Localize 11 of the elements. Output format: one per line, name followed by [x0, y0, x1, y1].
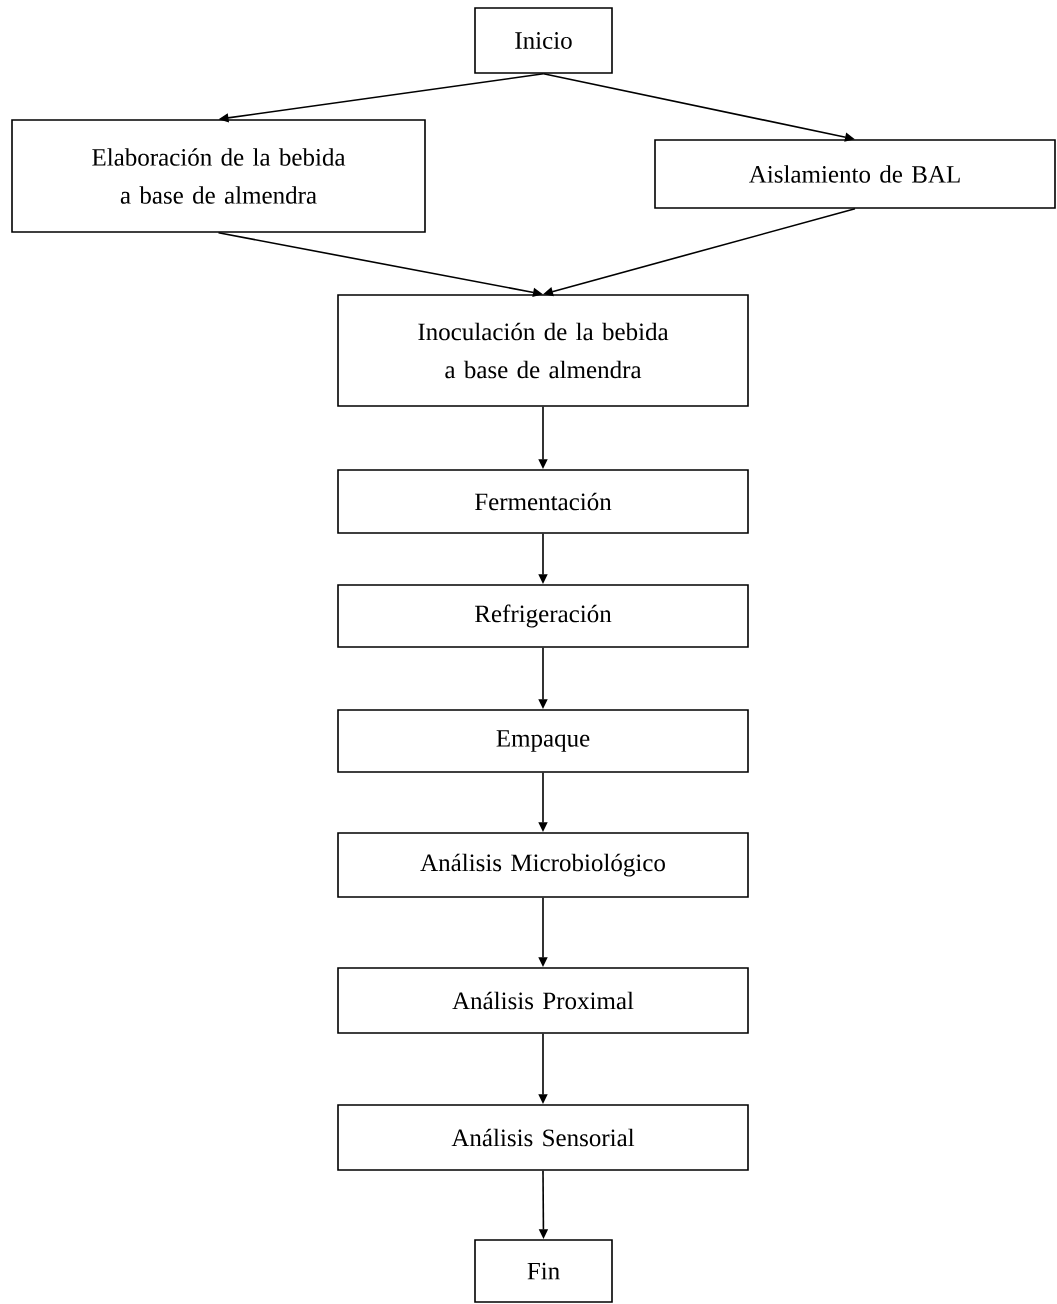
process-box: Inoculación de la bebida a base de almendra — [337, 294, 749, 407]
process-box: Aislamiento de BAL — [654, 139, 1056, 209]
process-box: Análisis Proximal — [337, 967, 749, 1034]
process-box: Inicio — [474, 7, 613, 74]
process-box: Elaboración de la bebida a base de almendra — [11, 119, 426, 233]
process-box: Fermentación — [337, 469, 749, 534]
process-box: Análisis Microbiológico — [337, 832, 749, 898]
process-box: Fin — [474, 1239, 613, 1303]
process-box: Empaque — [337, 709, 749, 773]
process-box: Refrigeración — [337, 584, 749, 648]
process-box: Análisis Sensorial — [337, 1104, 749, 1171]
